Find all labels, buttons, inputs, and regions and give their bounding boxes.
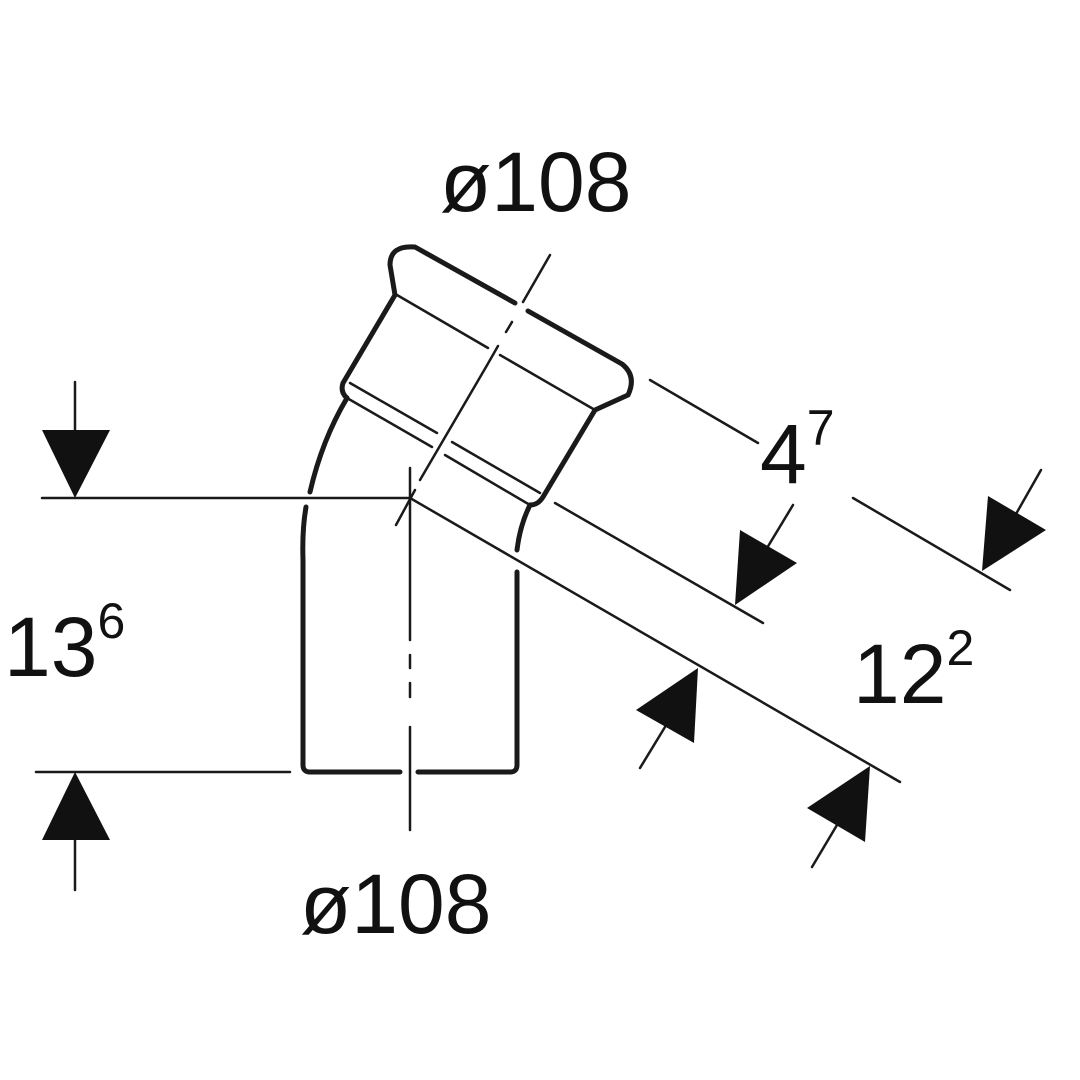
height-value: 13 xyxy=(4,600,98,694)
pipe-body-outline xyxy=(300,557,520,775)
dimension-lines xyxy=(34,378,1043,892)
top-diameter-label: ø108 xyxy=(440,135,632,229)
socket-outline xyxy=(387,244,634,508)
insertion-depth-value: 4 xyxy=(760,407,807,501)
length-value: 12 xyxy=(853,627,947,721)
arrow-length-1 xyxy=(636,668,698,743)
insertion-depth-sup: 7 xyxy=(806,400,835,456)
height-label: 136 xyxy=(4,596,125,689)
insertion-depth-label: 47 xyxy=(760,403,835,496)
length-sup: 2 xyxy=(946,620,975,676)
centerline-angled xyxy=(394,253,552,527)
socket-inner-lines xyxy=(345,293,597,507)
arrow-length-2 xyxy=(807,766,870,842)
height-sup: 6 xyxy=(97,593,126,649)
arrow-depth-1 xyxy=(735,530,797,605)
pipe-left-curve xyxy=(300,395,350,563)
arrow-depth-2 xyxy=(982,496,1046,571)
socket-left-edge xyxy=(339,292,398,401)
pipe-right-curve xyxy=(514,502,533,553)
bottom-diameter-label: ø108 xyxy=(300,857,492,951)
length-label: 122 xyxy=(853,623,974,716)
arrow-height-top xyxy=(42,430,110,498)
arrow-height-bottom xyxy=(42,772,110,840)
